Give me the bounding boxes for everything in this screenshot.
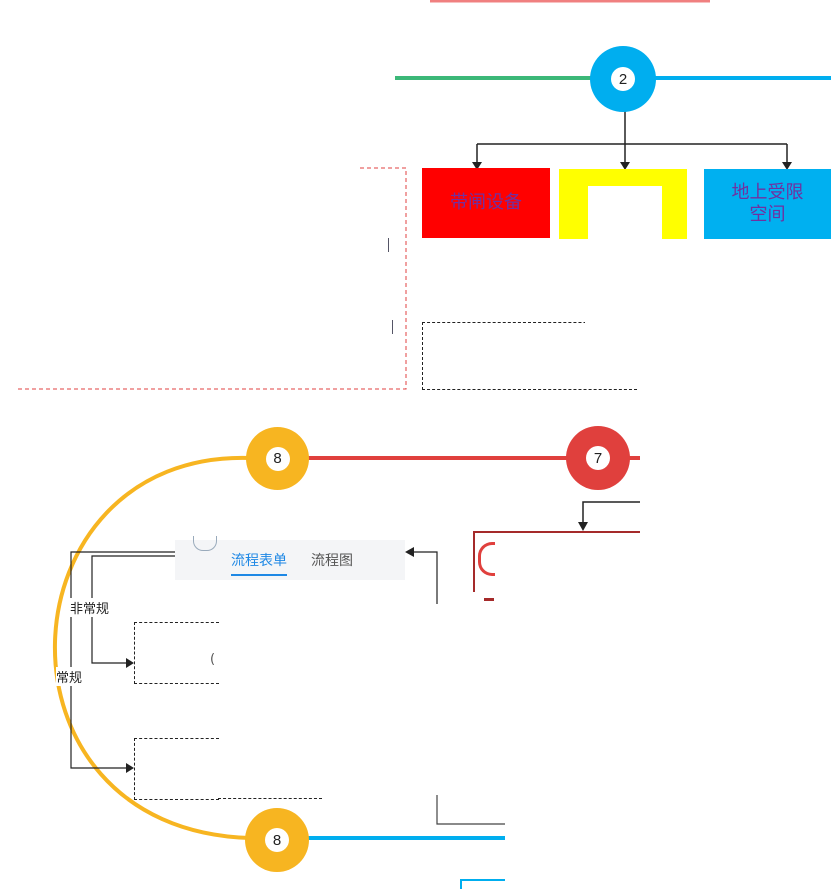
dashed-box-routine-ext (218, 798, 322, 799)
tab-flow-form[interactable]: 流程表单 (231, 552, 287, 576)
dashed-box-top (422, 322, 637, 390)
yellow-arc (52, 455, 251, 840)
box-red: 带闸设备 (422, 168, 550, 238)
branch-label-routine: 常规 (56, 667, 83, 686)
red-dashed-region (18, 167, 407, 390)
station-2: 2 (590, 46, 656, 112)
fragment-mark-1: ( (210, 652, 216, 667)
station-7: 7 (566, 426, 630, 490)
branch-label-nonroutine: 非常规 (70, 598, 110, 617)
fragment-mark-4 (484, 598, 494, 601)
tab-flow-chart[interactable]: 流程图 (311, 552, 353, 568)
dashed-box-nonroutine (134, 622, 219, 684)
red-circle-fragment (478, 542, 495, 576)
fragment-mark-3 (392, 320, 397, 334)
yellow-box-mask (588, 186, 662, 246)
box-red-label: 带闸设备 (450, 192, 522, 213)
dark-red-box (473, 531, 640, 592)
box-blue: 地上受限 空间 (704, 169, 831, 239)
station-8-top-number: 8 (265, 446, 290, 471)
tab-bar: 流程表单 流程图 (175, 536, 405, 580)
dashed-top-mask (585, 318, 645, 328)
box-blue-label: 地上受限 空间 (731, 182, 804, 225)
station-8-top: 8 (246, 427, 309, 490)
station-8-bottom-number: 8 (265, 828, 289, 852)
dashed-box-routine (134, 738, 219, 800)
station-2-number: 2 (611, 67, 635, 91)
station-8-bottom: 8 (245, 808, 309, 872)
fragment-mark-2 (388, 238, 393, 252)
station-7-number: 7 (586, 446, 610, 470)
flow-icon (193, 536, 217, 551)
